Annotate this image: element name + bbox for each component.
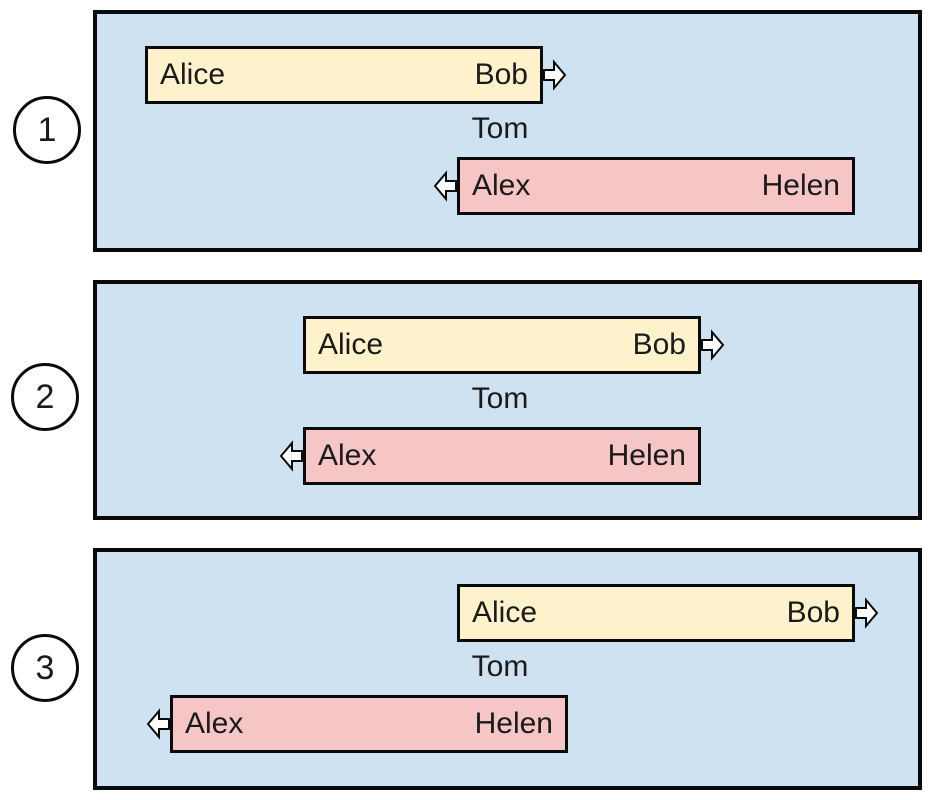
arrow-left-icon bbox=[279, 440, 303, 472]
panel-frame-2: Alice Bob Tom Alex Helen bbox=[93, 280, 922, 520]
bar-left-label: Alex bbox=[185, 707, 244, 740]
bar-right-label: Helen bbox=[474, 707, 553, 740]
bar-left-label: Alice bbox=[160, 58, 226, 91]
panel-frame-3: Alice Bob Tom Alex Helen bbox=[93, 548, 922, 790]
step-number-badge-3: 3 bbox=[11, 634, 79, 702]
bar-right-label: Helen bbox=[607, 439, 686, 472]
arrow-left-icon bbox=[146, 708, 170, 740]
panel-frame-1: Alice Bob Tom Alex Helen bbox=[93, 10, 922, 252]
train-bar-alice-bob-2: Alice Bob bbox=[303, 316, 725, 374]
arrow-right-icon bbox=[543, 59, 567, 91]
arrow-right-icon bbox=[701, 329, 725, 361]
bar-left-label: Alex bbox=[318, 439, 377, 472]
step-number-badge-2: 2 bbox=[11, 363, 79, 431]
observer-label: Tom bbox=[471, 112, 529, 145]
observer-label: Tom bbox=[471, 650, 529, 683]
bar-left-label: Alex bbox=[472, 169, 531, 202]
train-bar-alex-helen-1: Alex Helen bbox=[433, 157, 855, 215]
step-number-3: 3 bbox=[35, 648, 55, 687]
arrow-left-icon bbox=[433, 170, 457, 202]
bar-right-label: Bob bbox=[632, 328, 686, 361]
bar-left-label: Alice bbox=[318, 328, 384, 361]
train-bar-alex-helen-3: Alex Helen bbox=[146, 695, 568, 753]
train-bar-alice-bob-3: Alice Bob bbox=[457, 584, 879, 642]
observer-label: Tom bbox=[471, 382, 529, 415]
step-number-1: 1 bbox=[37, 110, 57, 149]
train-bar-alice-bob-1: Alice Bob bbox=[145, 46, 567, 104]
bar-right-label: Bob bbox=[786, 596, 840, 629]
bar-left-label: Alice bbox=[472, 596, 538, 629]
bar-right-label: Bob bbox=[474, 58, 528, 91]
bar-right-label: Helen bbox=[761, 169, 840, 202]
train-bar-alex-helen-2: Alex Helen bbox=[279, 427, 701, 485]
step-number-badge-1: 1 bbox=[13, 96, 81, 164]
arrow-right-icon bbox=[855, 597, 879, 629]
step-number-2: 2 bbox=[35, 377, 55, 416]
